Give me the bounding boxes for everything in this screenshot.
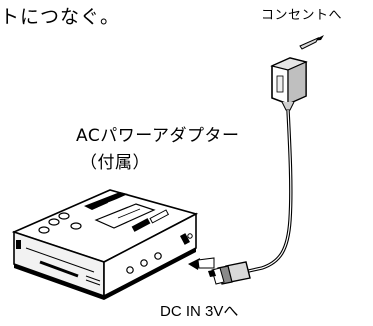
dc-plug — [208, 261, 251, 285]
included-note: （付属） — [80, 153, 150, 173]
outlet-arrow — [299, 35, 324, 50]
dc-in-arrow — [188, 257, 215, 270]
ac-adapter — [270, 57, 308, 111]
power-cable — [243, 109, 293, 274]
instruction-text-fragment: トにつなぐ。 — [0, 6, 121, 28]
outlet-label: コンセントへ — [261, 8, 343, 23]
dc-in-label: DC IN 3Vへ — [160, 303, 239, 320]
minidisc-recorder — [11, 189, 199, 300]
ac-adapter-label: ACパワーアダプター — [76, 126, 240, 146]
